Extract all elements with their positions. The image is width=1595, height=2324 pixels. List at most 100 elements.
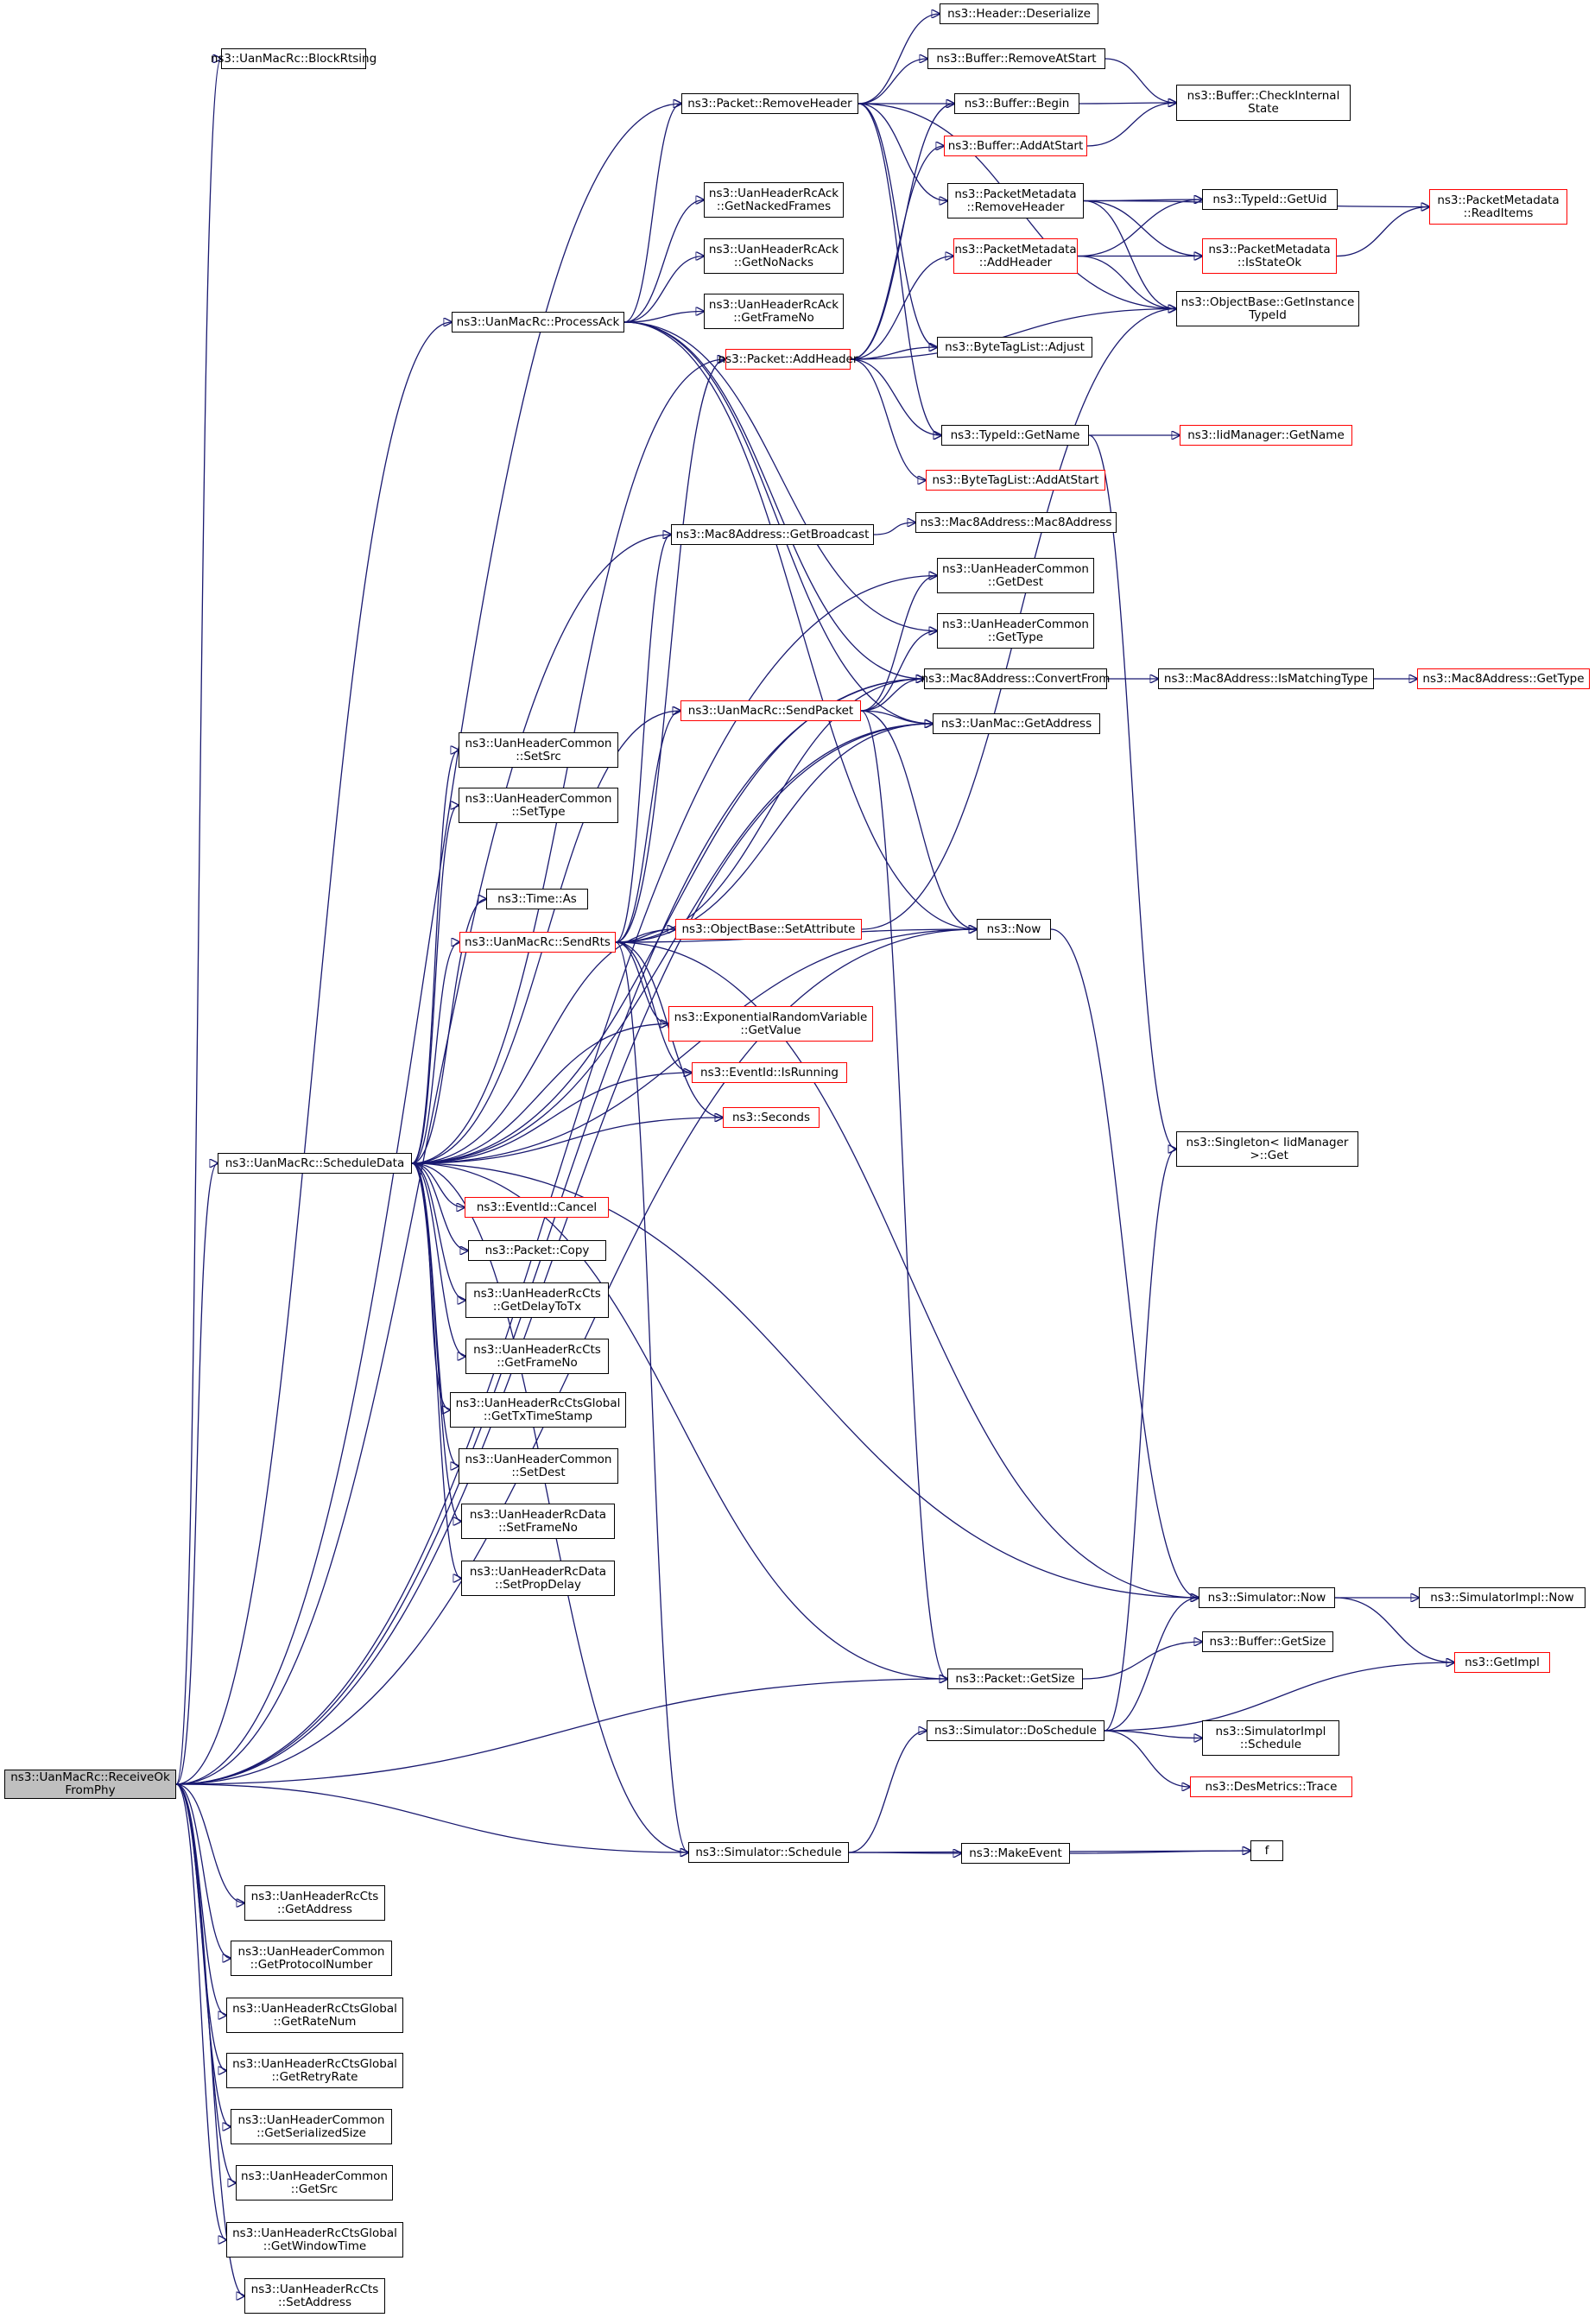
node-buf-addatstart[interactable]: ns3::Buffer::AddAtStart <box>944 136 1087 156</box>
node-data-setpropdelay[interactable]: ns3::UanHeaderRcData ::SetPropDelay <box>461 1561 615 1596</box>
node-mac8-getbroadcast[interactable]: ns3::Mac8Address::GetBroadcast <box>671 524 874 545</box>
node-sendrts[interactable]: ns3::UanMacRc::SendRts <box>459 932 616 953</box>
edge-sendrts-to-addheader <box>615 359 725 943</box>
node-uanmac-getaddress[interactable]: ns3::UanMac::GetAddress <box>933 713 1100 734</box>
node-seconds[interactable]: ns3::Seconds <box>723 1107 820 1128</box>
node-makeevent[interactable]: ns3::MakeEvent <box>961 1843 1070 1864</box>
node-uhc-getsrc[interactable]: ns3::UanHeaderCommon ::GetSrc <box>236 2165 393 2201</box>
node-ctsg-getretryrate[interactable]: ns3::UanHeaderRcCtsGlobal ::GetRetryRate <box>226 2053 403 2088</box>
edge-processack-to-uanmac-getaddress <box>623 321 933 724</box>
node-ob-getinstance[interactable]: ns3::ObjectBase::GetInstance TypeId <box>1176 291 1359 326</box>
edge-removeheader-to-buf-removeatstart <box>858 59 927 104</box>
node-exprv-getvalue[interactable]: ns3::ExponentialRandomVariable ::GetValu… <box>668 1006 873 1042</box>
node-ctsg-getratenum[interactable]: ns3::UanHeaderRcCtsGlobal ::GetRateNum <box>226 1998 403 2033</box>
node-blockrts[interactable]: ns3::UanMacRc::BlockRtsing <box>211 48 377 69</box>
node-ack-nonacks[interactable]: ns3::UanHeaderRcAck ::GetNoNacks <box>704 238 844 274</box>
node-sim-now[interactable]: ns3::Simulator::Now <box>1199 1587 1335 1608</box>
node-uhc-settype[interactable]: ns3::UanHeaderCommon ::SetType <box>459 788 618 823</box>
node-cts-getaddress[interactable]: ns3::UanHeaderRcCts ::GetAddress <box>244 1885 385 1921</box>
node-pm-isstateok[interactable]: ns3::PacketMetadata ::IsStateOk <box>1202 238 1337 274</box>
node-cts-getdelaytotx[interactable]: ns3::UanHeaderRcCts ::GetDelayToTx <box>465 1282 609 1318</box>
edge-buf-addatstart-to-buf-checkinternal <box>1086 103 1176 147</box>
node-btl-addatstart[interactable]: ns3::ByteTagList::AddAtStart <box>926 470 1105 491</box>
node-iid-getname[interactable]: ns3::IidManager::GetName <box>1180 425 1352 446</box>
edge-pm-isstateok-to-pm-readitems <box>1336 207 1429 257</box>
edge-sim-doschedule-to-sim-now <box>1104 1598 1199 1732</box>
node-uhc-getprotocol[interactable]: ns3::UanHeaderCommon ::GetProtocolNumber <box>231 1941 392 1976</box>
node-root: ns3::UanMacRc::ReceiveOk FromPhy <box>4 1770 176 1799</box>
node-ctsg-gettxtimestamp[interactable]: ns3::UanHeaderRcCtsGlobal ::GetTxTimeSta… <box>450 1392 626 1428</box>
edge-scheduledata-to-eventid-cancel <box>411 1162 465 1207</box>
node-pm-readitems[interactable]: ns3::PacketMetadata ::ReadItems <box>1429 189 1567 225</box>
node-mac8-gettype[interactable]: ns3::Mac8Address::GetType <box>1417 668 1590 689</box>
node-cts-setaddress[interactable]: ns3::UanHeaderRcCts ::SetAddress <box>244 2278 385 2314</box>
edge-root-to-ctsg-getwindowtime <box>175 1783 226 2240</box>
node-time-as[interactable]: ns3::Time::As <box>486 889 588 909</box>
node-buf-removeatstart[interactable]: ns3::Buffer::RemoveAtStart <box>927 48 1105 69</box>
node-eventid-isrunning[interactable]: ns3::EventId::IsRunning <box>692 1062 847 1083</box>
node-buf-begin[interactable]: ns3::Buffer::Begin <box>954 93 1079 114</box>
node-f[interactable]: f <box>1250 1840 1283 1861</box>
edge-root-to-blockrts <box>175 59 221 1785</box>
edge-sim-doschedule-to-singleton-get <box>1104 1149 1176 1732</box>
node-sim-schedule[interactable]: ns3::Simulator::Schedule <box>688 1842 849 1863</box>
node-desmetrics-trace[interactable]: ns3::DesMetrics::Trace <box>1190 1776 1352 1797</box>
node-uhc-getserialized[interactable]: ns3::UanHeaderCommon ::GetSerializedSize <box>231 2109 392 2144</box>
edge-removeheader-to-btl-adjust <box>858 103 937 347</box>
edge-typeid-getname-to-singleton-get <box>1088 434 1176 1149</box>
edge-sendrts-to-uanmac-getaddress <box>615 724 933 943</box>
edge-removeheader-to-typeid-getname <box>858 103 941 435</box>
node-hdr-deser[interactable]: ns3::Header::Deserialize <box>940 3 1098 24</box>
node-simimpl-now[interactable]: ns3::SimulatorImpl::Now <box>1419 1587 1586 1608</box>
node-processack[interactable]: ns3::UanMacRc::ProcessAck <box>452 312 624 332</box>
node-singleton-get[interactable]: ns3::Singleton< IidManager >::Get <box>1176 1131 1358 1167</box>
edge-sim-doschedule-to-desmetrics-trace <box>1104 1730 1190 1787</box>
node-now[interactable]: ns3::Now <box>977 919 1051 940</box>
node-removeheader[interactable]: ns3::Packet::RemoveHeader <box>681 93 858 114</box>
node-cts-getframeno[interactable]: ns3::UanHeaderRcCts ::GetFrameNo <box>465 1339 609 1374</box>
node-eventid-cancel[interactable]: ns3::EventId::Cancel <box>465 1197 609 1218</box>
edge-makeevent-to-f <box>1069 1851 1250 1853</box>
edge-root-to-cts-getaddress <box>175 1783 244 1903</box>
node-uhc-setdest[interactable]: ns3::UanHeaderCommon ::SetDest <box>459 1448 618 1484</box>
node-buf-checkinternal[interactable]: ns3::Buffer::CheckInternal State <box>1176 85 1351 121</box>
node-ctsg-getwindowtime[interactable]: ns3::UanHeaderRcCtsGlobal ::GetWindowTim… <box>226 2222 403 2258</box>
edge-addheader-to-typeid-getname <box>850 358 941 435</box>
node-sendpacket[interactable]: ns3::UanMacRc::SendPacket <box>680 700 861 721</box>
node-typeid-getuid[interactable]: ns3::TypeId::GetUid <box>1202 189 1338 210</box>
node-packet-getsize[interactable]: ns3::Packet::GetSize <box>947 1669 1083 1689</box>
node-getimpl[interactable]: ns3::GetImpl <box>1454 1652 1550 1673</box>
node-uhc-setsrc[interactable]: ns3::UanHeaderCommon ::SetSrc <box>459 732 618 768</box>
edge-sendpacket-to-packet-getsize <box>860 710 947 1679</box>
node-ack-frameno[interactable]: ns3::UanHeaderRcAck ::GetFrameNo <box>704 294 844 329</box>
node-btl-adjust[interactable]: ns3::ByteTagList::Adjust <box>937 337 1092 358</box>
edge-pm-removeheader-to-pm-isstateok <box>1083 199 1202 256</box>
edge-scheduledata-to-now <box>411 929 977 1164</box>
edge-now-to-sim-now <box>1050 928 1199 1598</box>
node-packet-copy[interactable]: ns3::Packet::Copy <box>468 1240 606 1261</box>
node-simimpl-schedule[interactable]: ns3::SimulatorImpl ::Schedule <box>1202 1720 1339 1756</box>
node-pm-addheader[interactable]: ns3::PacketMetadata ::AddHeader <box>953 238 1078 274</box>
edge-scheduledata-to-cts-getdelaytotx <box>411 1162 465 1301</box>
node-mac8-ismatching[interactable]: ns3::Mac8Address::IsMatchingType <box>1158 668 1374 689</box>
node-data-setframeno[interactable]: ns3::UanHeaderRcData ::SetFrameNo <box>461 1504 615 1539</box>
edge-sendrts-to-sim-schedule <box>615 941 688 1852</box>
node-ob-setattribute[interactable]: ns3::ObjectBase::SetAttribute <box>675 919 862 940</box>
node-addheader[interactable]: ns3::Packet::AddHeader <box>718 349 858 370</box>
edge-root-to-sim-schedule <box>175 1783 688 1852</box>
edge-processack-to-mac8-convertfrom <box>623 321 924 679</box>
node-mac8-ctor[interactable]: ns3::Mac8Address::Mac8Address <box>915 512 1117 533</box>
node-sim-doschedule[interactable]: ns3::Simulator::DoSchedule <box>927 1720 1104 1741</box>
node-uhc-getdest[interactable]: ns3::UanHeaderCommon ::GetDest <box>937 558 1094 593</box>
edge-scheduledata-to-seconds <box>411 1118 723 1164</box>
edge-scheduledata-to-packet-getsize <box>411 1162 947 1679</box>
node-mac8-convertfrom[interactable]: ns3::Mac8Address::ConvertFrom <box>921 668 1110 689</box>
edge-processack-to-uhc-gettype <box>623 321 937 631</box>
node-uhc-gettype[interactable]: ns3::UanHeaderCommon ::GetType <box>937 613 1094 649</box>
node-ack-nacked[interactable]: ns3::UanHeaderRcAck ::GetNackedFrames <box>704 182 844 218</box>
edge-processack-to-removeheader <box>623 104 681 323</box>
node-pm-removeheader[interactable]: ns3::PacketMetadata ::RemoveHeader <box>947 183 1084 218</box>
node-typeid-getname[interactable]: ns3::TypeId::GetName <box>941 425 1089 446</box>
node-buf-getsize[interactable]: ns3::Buffer::GetSize <box>1202 1631 1333 1652</box>
node-scheduledata[interactable]: ns3::UanMacRc::ScheduleData <box>218 1153 412 1174</box>
